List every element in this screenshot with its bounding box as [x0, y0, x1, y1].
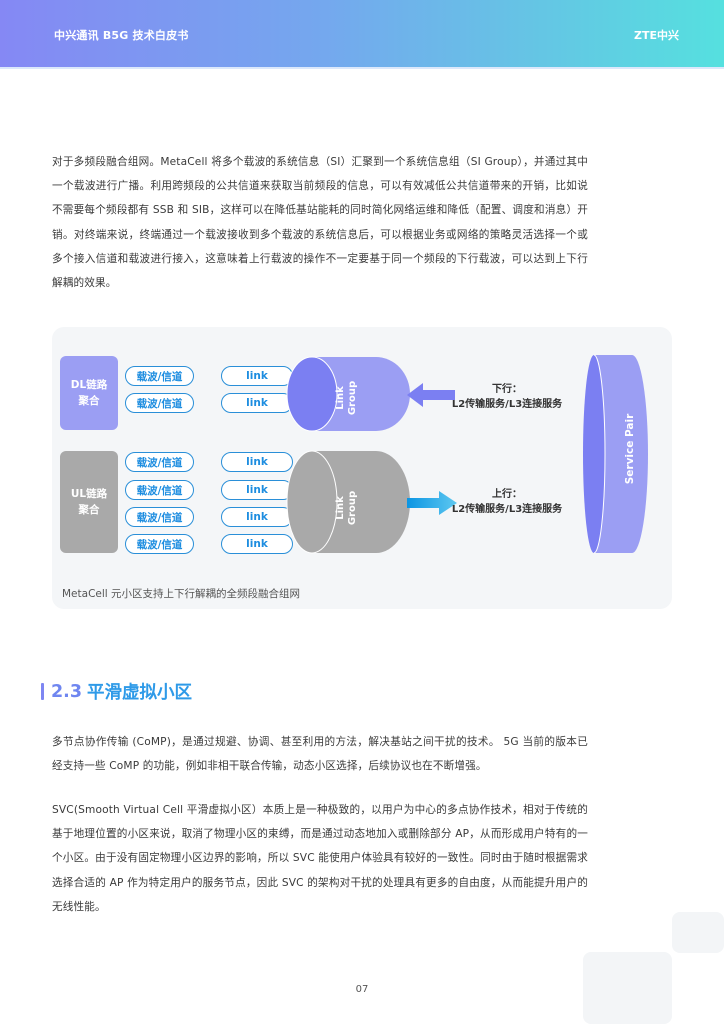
dl-aggregation-label-2: 聚合 — [78, 395, 100, 407]
section-number: 2.3 — [51, 681, 83, 702]
comp-paragraph: 多节点协作传输 (CoMP)，是通过规避、协调、甚至利用的方法，解决基站之间干扰… — [52, 736, 588, 773]
ul-link-pill: link — [221, 534, 293, 554]
ul-carrier-pill: 载波/信道 — [125, 507, 194, 527]
dl-aggregation-label: DL链路 — [70, 379, 108, 391]
ul-link-group-cylinder — [286, 450, 410, 554]
service-pair-label: Service Pair — [624, 413, 636, 485]
figure-caption: MetaCell 元小区支持上下行解耦的全频段融合组网 — [62, 588, 301, 600]
section-title: 平滑虚拟小区 — [87, 683, 193, 703]
decorative-square — [672, 912, 724, 953]
downlink-arrow-icon — [407, 383, 455, 407]
svc-paragraph: SVC(Smooth Virtual Cell 平滑虚拟小区）本质上是一种极致的… — [52, 804, 588, 913]
page-number: 07 — [355, 984, 369, 995]
dl-link-pill: link — [221, 366, 293, 386]
ul-aggregation-box: UL链路聚合 — [60, 451, 118, 553]
intro-paragraph: 对于多频段融合组网。MetaCell 将多个载波的系统信息（SI）汇聚到一个系统… — [52, 156, 588, 290]
ul-carrier-pill: 载波/信道 — [125, 452, 194, 472]
uplink-label: 上行：L2传输服务/L3连接服务 — [451, 489, 563, 515]
section-heading: 2.3 平滑虚拟小区 — [41, 679, 192, 704]
heading-bar — [41, 683, 44, 700]
ul-link-pill: link — [221, 507, 293, 527]
page-header: 中兴通讯 B5G 技术白皮书 ZTE中兴 — [0, 0, 724, 67]
uplink-arrow-icon — [407, 491, 457, 515]
dl-link-group-cylinder — [286, 356, 410, 432]
zte-logo: ZTE中兴 — [634, 29, 679, 42]
ul-aggregation-label: UL链路 — [70, 488, 108, 500]
downlink-label: 下行：L2传输服务/L3连接服务 — [451, 384, 563, 410]
ul-link-pill: link — [221, 452, 293, 472]
decorative-square — [583, 952, 672, 1024]
ul-aggregation-label-2: 聚合 — [78, 504, 100, 516]
service-pair-cylinder — [583, 354, 648, 554]
ul-link-pill: link — [221, 480, 293, 500]
ul-carrier-pill: 载波/信道 — [125, 480, 194, 500]
document-title: 中兴通讯 B5G 技术白皮书 — [54, 29, 189, 42]
header-divider — [0, 67, 724, 69]
dl-aggregation-box: DL链路聚合 — [60, 356, 118, 430]
dl-carrier-pill: 载波/信道 — [125, 366, 194, 386]
dl-carrier-pill: 载波/信道 — [125, 393, 194, 413]
dl-link-pill: link — [221, 393, 293, 413]
ul-carrier-pill: 载波/信道 — [125, 534, 194, 554]
